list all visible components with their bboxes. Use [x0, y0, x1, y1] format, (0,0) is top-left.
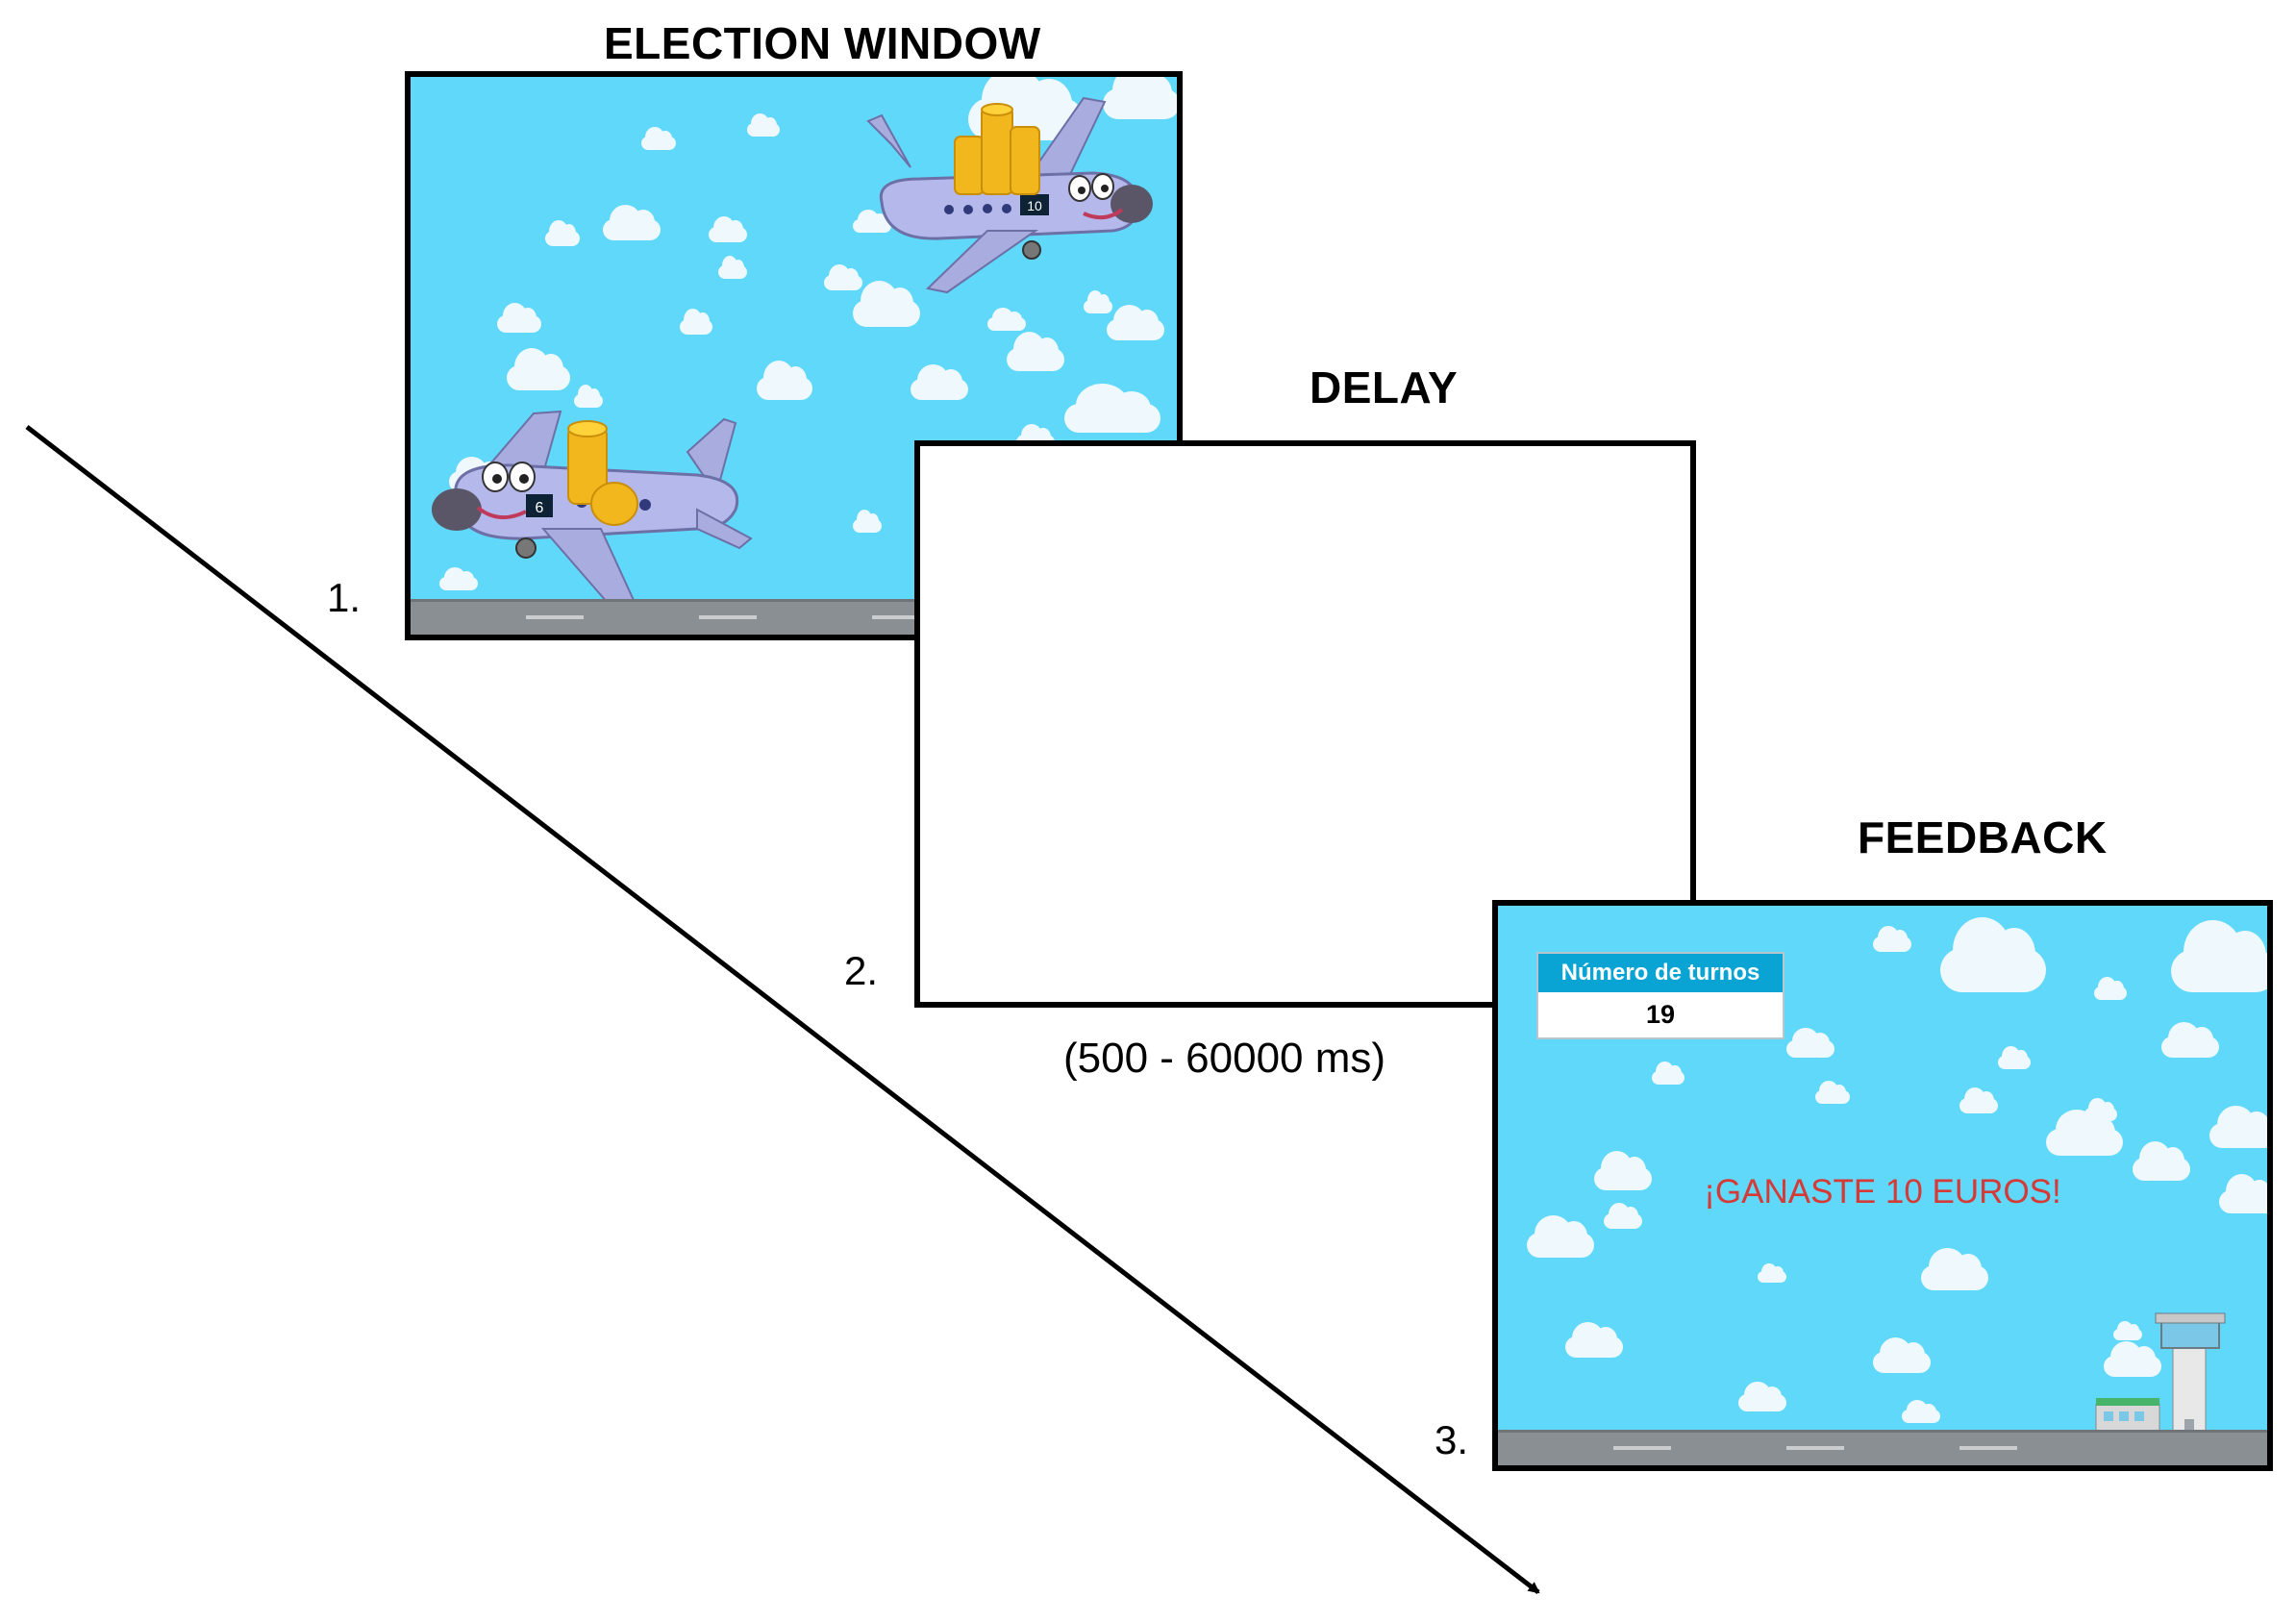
step-number-1: 1. — [327, 575, 362, 620]
coin-stack-right — [954, 103, 1040, 195]
delay-title: DELAY — [1310, 362, 1459, 412]
runway — [1498, 1430, 2267, 1465]
step-number-2: 2. — [844, 948, 879, 993]
turn-counter: Número de turnos 19 — [1536, 952, 1784, 1039]
control-tower — [2095, 1312, 2226, 1436]
coin-stack-left — [567, 420, 638, 526]
turn-counter-label: Número de turnos — [1538, 954, 1783, 992]
feedback-message: ¡GANASTE 10 EUROS! — [1704, 1173, 2061, 1211]
plane-number-left: 6 — [536, 500, 544, 516]
step-number-3: 3. — [1435, 1417, 1469, 1462]
turn-counter-value: 19 — [1645, 1000, 1676, 1029]
feedback-screen: Número de turnos 19 ¡GANASTE 10 EUROS! — [1492, 900, 2273, 1471]
airplane-right[interactable]: 10 — [853, 87, 1160, 298]
feedback-title: FEEDBACK — [1858, 812, 2108, 862]
election-window-title: ELECTION WINDOW — [604, 18, 1041, 68]
plane-number-right: 10 — [1027, 198, 1042, 213]
delay-duration: (500 - 60000 ms) — [1063, 1035, 1386, 1082]
